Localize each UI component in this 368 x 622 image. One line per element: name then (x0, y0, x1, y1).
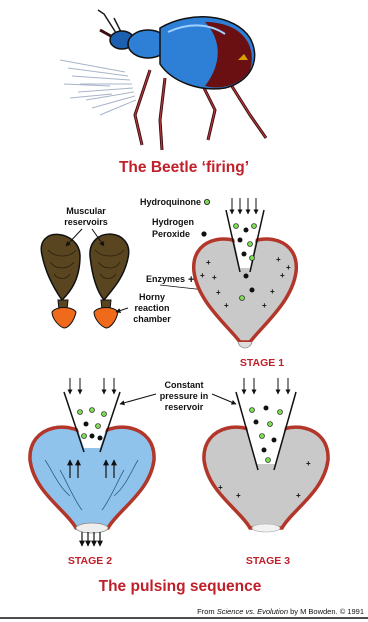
svg-text:+: + (280, 271, 285, 280)
svg-text:+: + (236, 491, 241, 500)
stage-3-label: STAGE 3 (246, 555, 290, 567)
label-pressure-in: pressure in (160, 391, 209, 401)
svg-text:+: + (212, 273, 217, 282)
svg-text:+: + (276, 255, 281, 264)
beetle-illustration (60, 10, 266, 150)
label-reservoir: reservoir (165, 402, 204, 412)
svg-text:+: + (262, 301, 267, 310)
svg-text:+: + (286, 263, 291, 272)
credit-from: From (197, 607, 217, 616)
stage-1-label: STAGE 1 (240, 357, 284, 369)
left-reservoir (41, 234, 80, 300)
svg-text:+: + (306, 459, 311, 468)
stage-2-chamber (30, 392, 154, 546)
credit-line: From Science vs. Evolution by M Bowden. … (197, 607, 364, 616)
label-constant: Constant (165, 380, 204, 390)
label-chamber: chamber (133, 314, 171, 324)
right-reservoir (90, 234, 129, 300)
legend-peroxide-dot (201, 231, 206, 236)
label-reaction: reaction (134, 303, 169, 313)
title-beetle-firing: The Beetle ‘firing’ (119, 159, 249, 176)
legend-hydroquinone-dot (204, 199, 209, 204)
spray-lines (60, 60, 136, 115)
title-pulsing-sequence: The pulsing sequence (99, 578, 262, 595)
svg-text:+: + (206, 258, 211, 267)
credit-rest: by M Bowden. © 1991 (288, 607, 364, 616)
label-horny: Horny (139, 292, 165, 302)
svg-text:+: + (296, 491, 301, 500)
right-horny-chamber (94, 308, 118, 329)
svg-text:+: + (218, 483, 223, 492)
label-hydrogen: Hydrogen (152, 217, 194, 227)
label-enzymes: Enzymes (146, 274, 185, 284)
label-hydroquinone: Hydroquinone (140, 197, 201, 207)
svg-text:+: + (270, 287, 275, 296)
credit-book: Science vs. Evolution (217, 607, 288, 616)
reservoirs-illustration (41, 234, 128, 328)
label-peroxide: Peroxide (152, 229, 190, 239)
svg-text:+: + (224, 301, 229, 310)
svg-text:+: + (216, 288, 221, 297)
left-horny-chamber (52, 308, 76, 329)
label-muscular: Muscular (66, 206, 106, 216)
label-reservoirs: reservoirs (64, 217, 108, 227)
svg-text:+: + (200, 271, 205, 280)
stage-2-label: STAGE 2 (68, 555, 112, 567)
